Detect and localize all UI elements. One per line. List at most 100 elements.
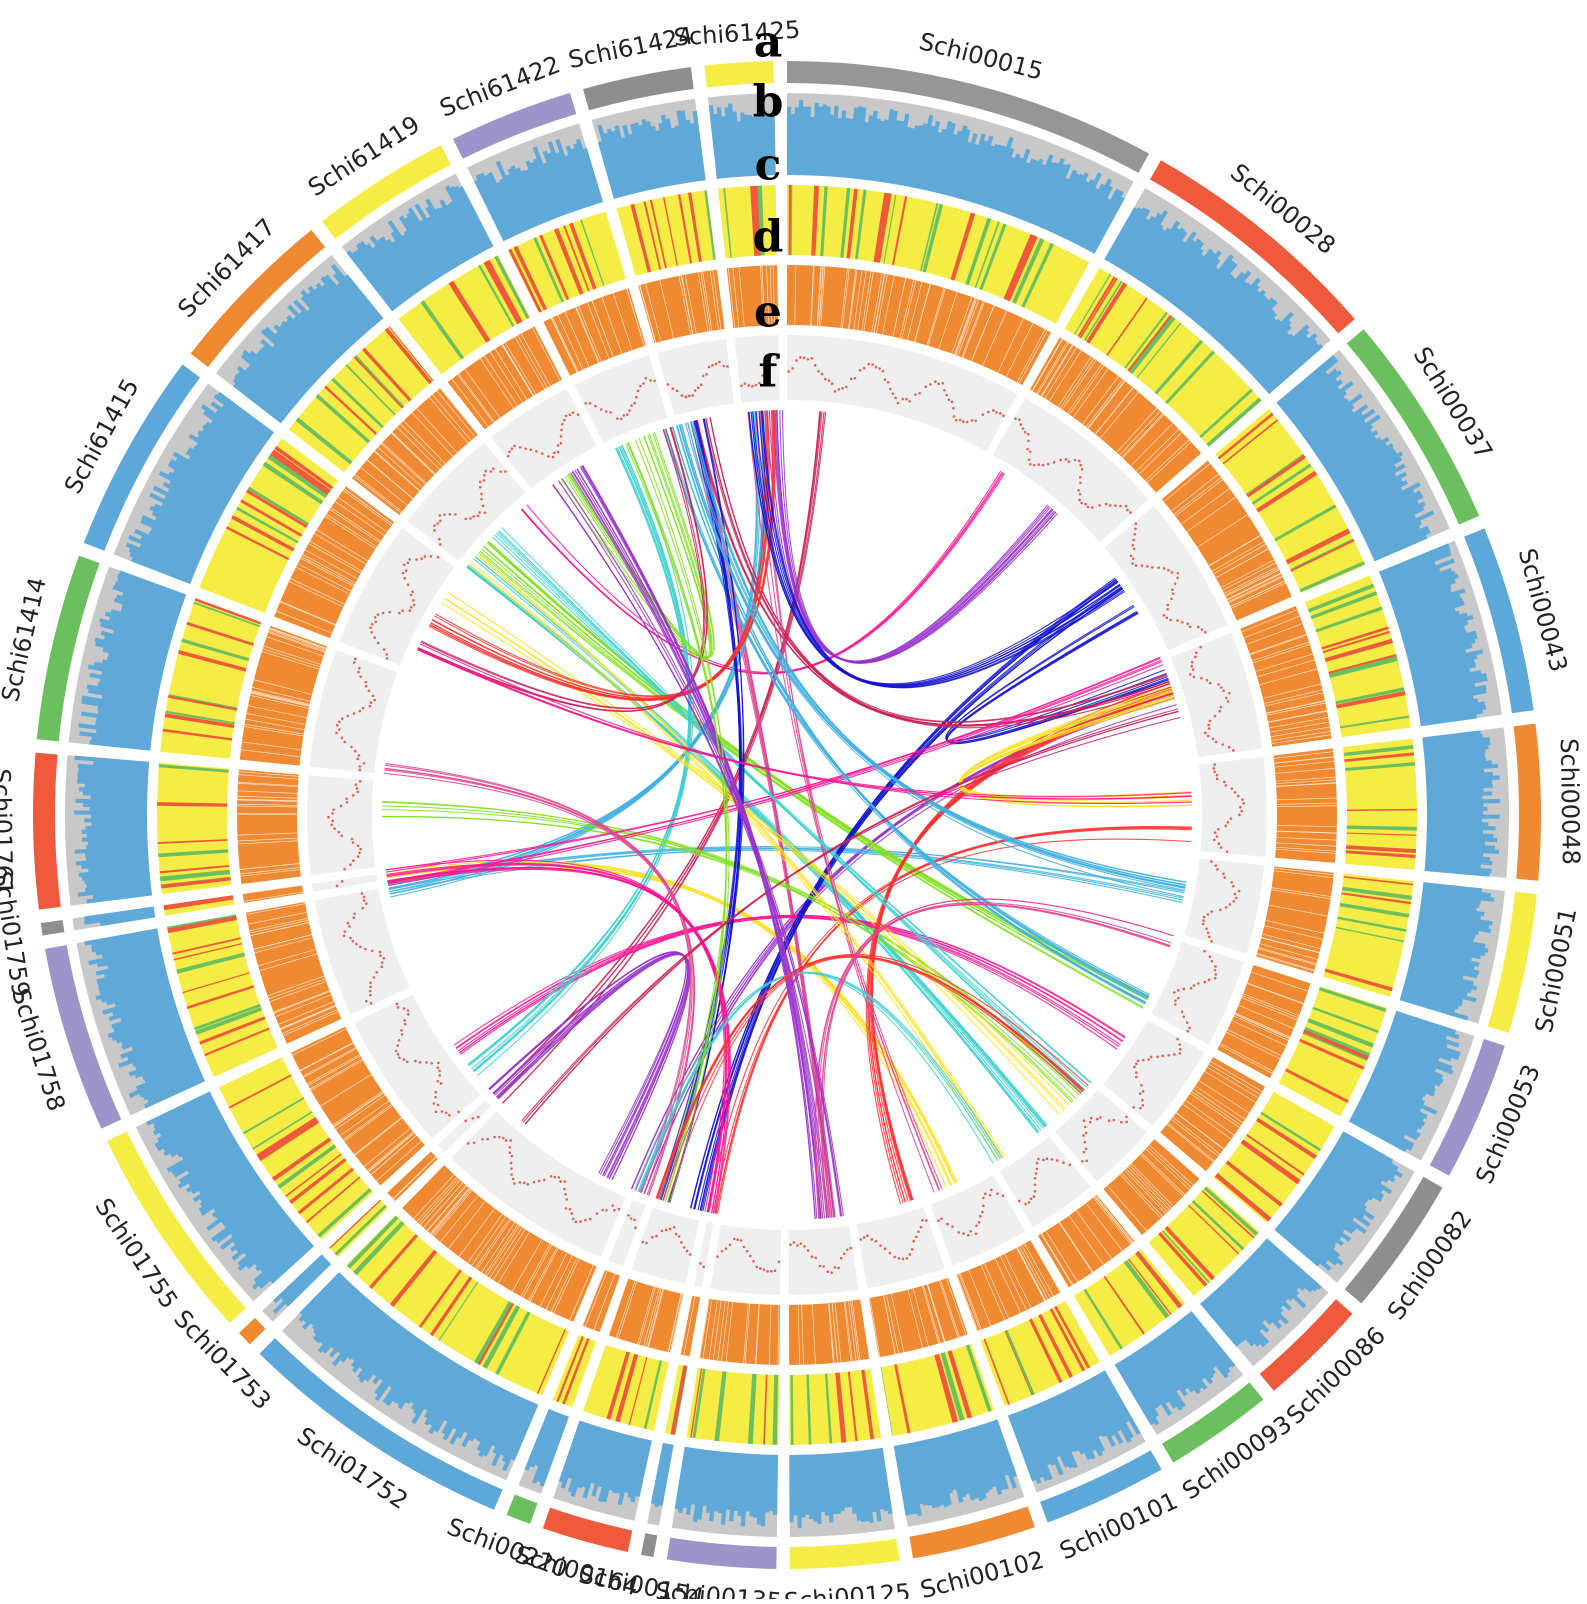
density-gap [1018,330,1048,384]
gc-bar [1399,610,1460,633]
gc-bar [1426,832,1494,839]
gc-bar [857,1450,870,1522]
gc-bar [928,128,947,192]
density-gap [1172,1116,1221,1155]
gc-bar [87,688,158,705]
synteny-link [814,898,1174,1219]
gc-bar [931,120,953,193]
gc-bar [910,123,928,188]
density-gap [1238,1004,1294,1029]
scaffold-segment [190,229,526,562]
density-gap [1125,1168,1168,1213]
gc-bar [1259,1243,1314,1293]
scatter-dot [482,479,486,482]
gc-bar [1417,920,1479,936]
scatter-dot [359,675,362,678]
synteny-link [521,716,1181,1122]
gc-bar [79,731,152,744]
scatter-dot [810,1255,814,1259]
synteny-link [715,827,1192,1214]
gc-bar [1202,1299,1243,1345]
scatter-dot [622,414,626,417]
scatter-dot [1167,1053,1170,1057]
gc-bar [1364,1086,1428,1119]
density-gap [1208,535,1261,567]
heatmap-stripe [811,185,819,256]
gc-bar [794,107,800,176]
scatter-dot [501,1136,505,1140]
scatter-dot [921,1218,924,1222]
gc-bar [1421,896,1480,908]
density-gap [451,378,489,427]
density-gap [927,1284,946,1342]
gc-bar [893,1445,910,1516]
heatmap-stripe [947,1350,973,1419]
scatter-dot [1147,1058,1150,1061]
density-gap [269,981,327,1003]
gc-bar [84,817,148,823]
density-gap [1246,623,1303,645]
gc-bar [92,888,152,899]
gc-bar [702,1450,714,1507]
density-gap [1085,1203,1123,1251]
gc-bar [139,1067,201,1098]
density-gap [1085,379,1124,428]
gc-bar [1375,1063,1436,1093]
gc-bar [1213,290,1261,341]
heatmap-stripe [1299,561,1365,593]
scatter-dot [358,709,362,713]
scaffold-segment [44,888,410,1129]
density-gap [377,447,423,488]
density-band [387,1151,438,1202]
gc-bar [442,1375,481,1441]
synteny-link [486,542,1150,998]
gc-bar [374,1335,418,1395]
gc-bar [100,622,171,646]
heatmap-stripe [1127,1258,1172,1315]
density-gap [366,459,414,499]
density-gap [1076,1210,1113,1260]
density-gap [440,1195,479,1243]
scatter-dot [636,389,640,393]
density-gap [310,1059,363,1091]
scatter-dot [356,757,360,761]
gc-bar [843,1452,853,1508]
density-band [239,625,327,766]
density-gap [275,994,332,1018]
gc-bar [1414,934,1489,953]
scatter-dot [827,379,831,382]
scaffold-segment [1170,528,1534,758]
density-gap [1259,943,1318,960]
scatter-dot [1192,675,1196,679]
gc-bar [889,120,905,184]
scatter-dot [1210,939,1213,943]
gc-bar [850,1451,862,1521]
scatter-dot [1129,511,1132,514]
density-gap [1146,441,1192,483]
heatmap-stripe [369,1234,418,1289]
gc-bar [1257,335,1309,384]
heatmap-stripe [919,203,939,272]
gc-bar [1142,1345,1186,1408]
gc-bar [84,906,155,921]
gc-bar [175,457,235,495]
gc-bar [1390,1024,1448,1048]
gc-bar [1323,1161,1383,1203]
gc-bar [515,167,543,225]
scatter-dot [1141,1090,1145,1093]
ideogram-band [506,1494,538,1524]
synteny-link [388,664,1164,887]
gc-bar [98,970,168,992]
density-gap [1204,1070,1256,1103]
gc-bar [1026,161,1055,224]
scatter-dot [559,435,563,438]
scatter-dot [1173,1053,1176,1056]
density-gap [337,497,388,533]
density-gap [237,799,298,802]
gc-bar [187,447,243,483]
scatter-dot [360,892,364,895]
density-gap [238,771,299,777]
scatter-dot [330,823,333,827]
gc-bar [789,1454,794,1523]
synteny-link [634,972,994,1191]
